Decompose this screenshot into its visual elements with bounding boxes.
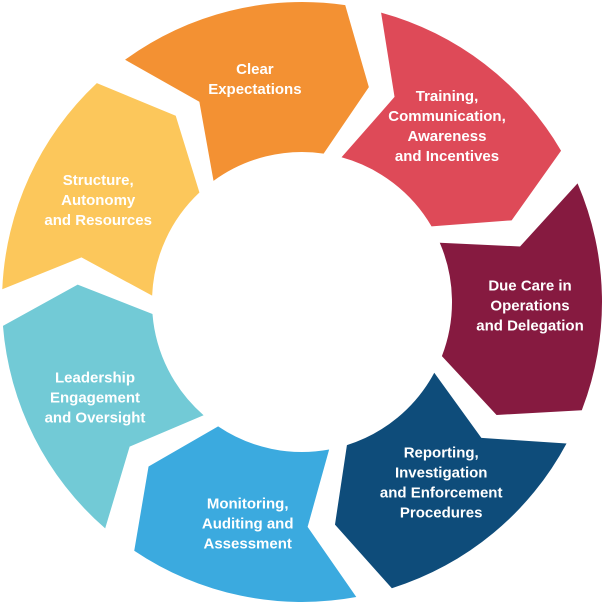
- segment-training-label-line: Training,: [416, 88, 479, 105]
- segment-due-care-label-line: and Delegation: [476, 318, 584, 335]
- segment-due-care-label: Due Care in Operations and Delegation: [476, 278, 584, 335]
- segment-leadership-label-line: Leadership: [55, 370, 135, 387]
- segment-training-label-line: and Incentives: [395, 148, 499, 165]
- segment-monitoring-label-line: Assessment: [204, 535, 292, 552]
- segment-reporting-label-line: and Enforcement: [380, 485, 503, 502]
- segment-structure-label-line: Structure,: [63, 172, 134, 189]
- segment-training: Training, Communication, Awareness and Ince…: [341, 12, 562, 227]
- segment-structure-label-line: and Resources: [44, 212, 152, 229]
- segment-reporting-label-line: Procedures: [400, 505, 483, 522]
- segment-expectations-shape: [125, 1, 369, 181]
- segment-monitoring-label-line: Monitoring,: [207, 495, 289, 512]
- segment-monitoring-shape: [134, 426, 357, 602]
- segment-leadership-shape: [2, 284, 204, 529]
- segment-training-label-line: Communication,: [388, 108, 506, 125]
- segment-training-shape: [341, 12, 562, 227]
- segment-due-care: Due Care in Operations and Delegation: [439, 183, 603, 415]
- segment-expectations-label-line: Clear: [236, 61, 274, 78]
- segment-due-care-shape: [439, 183, 603, 415]
- segment-reporting-label-line: Investigation: [395, 465, 488, 482]
- segment-training-label-line: Awareness: [408, 128, 487, 145]
- segment-structure-label: Structure, Autonomy and Resources: [44, 172, 152, 229]
- segment-due-care-label-line: Operations: [490, 298, 569, 315]
- segment-training-label: Training, Communication, Awareness and Ince…: [388, 88, 506, 165]
- segment-leadership-label-line: Engagement: [50, 390, 140, 407]
- segment-structure-label-line: Autonomy: [61, 192, 136, 209]
- segment-reporting-label-line: Reporting,: [404, 445, 479, 462]
- segment-expectations-label-line: Expectations: [208, 81, 301, 98]
- segment-due-care-label-line: Due Care in: [488, 278, 571, 295]
- segment-structure-shape: [2, 83, 200, 296]
- segment-reporting-shape: [334, 372, 567, 589]
- segment-monitoring-label-line: Auditing and: [202, 515, 294, 532]
- segment-leadership-label-line: and Oversight: [45, 410, 146, 427]
- segment-structure: Structure, Autonomy and Resources: [2, 83, 200, 296]
